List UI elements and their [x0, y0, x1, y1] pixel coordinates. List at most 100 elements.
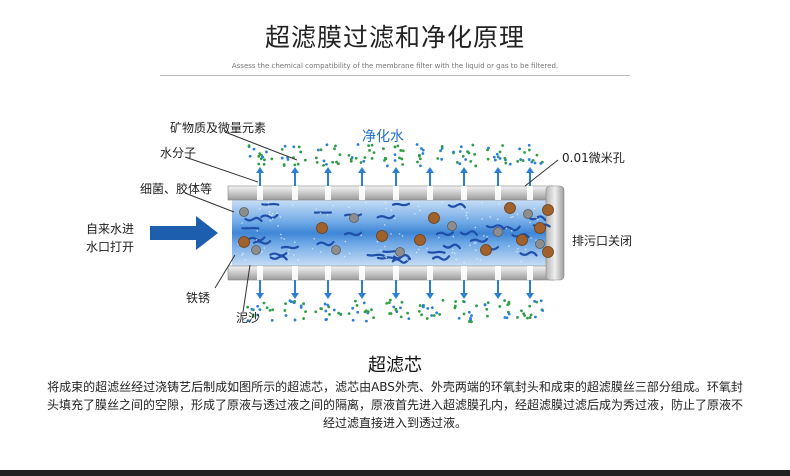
spray-arrowhead — [291, 167, 299, 173]
spray-dot — [262, 301, 266, 305]
speckle — [516, 213, 519, 216]
flow-mark — [427, 250, 446, 254]
spray-dot — [292, 145, 296, 149]
speckle — [483, 235, 485, 237]
speckle — [406, 259, 409, 261]
rust-particle — [331, 245, 341, 255]
spray-dot — [498, 157, 502, 160]
membrane-tube-top-wall — [227, 185, 555, 201]
speckle — [465, 214, 468, 217]
pore — [527, 186, 533, 200]
speckle — [466, 217, 469, 219]
speckle — [288, 248, 290, 251]
spray-dot — [399, 306, 402, 310]
spray-dot — [257, 154, 261, 158]
spray-dot — [421, 148, 425, 152]
pore — [495, 266, 501, 280]
spray-dot — [314, 310, 318, 314]
spray-dot — [388, 312, 392, 315]
spray-dot — [418, 153, 421, 157]
spray-dot — [384, 157, 388, 161]
pore — [393, 266, 399, 280]
spray-dot — [393, 145, 397, 149]
speckle — [270, 214, 273, 217]
spray-dot — [452, 150, 455, 154]
spray-dot — [370, 308, 373, 312]
spray-dot — [251, 314, 255, 318]
spray-dot — [464, 158, 467, 161]
label-inlet-line1: 自来水进 — [86, 222, 134, 236]
spray-dot — [370, 143, 374, 147]
flow-mark — [447, 202, 467, 209]
spray-dot — [368, 149, 371, 152]
spray-dot — [270, 157, 274, 161]
spray-dot — [325, 143, 329, 147]
pore — [527, 266, 533, 280]
flow-mark — [527, 215, 547, 221]
spray-dot — [498, 305, 502, 308]
spray-dot — [462, 312, 466, 316]
flow-mark — [485, 224, 505, 229]
spray-dot — [282, 163, 286, 166]
spray-dot — [328, 312, 331, 316]
spray-dot — [324, 318, 328, 322]
spray-dot — [523, 150, 526, 154]
spray-dot — [528, 304, 532, 308]
spray-dot — [353, 299, 357, 303]
speckle — [326, 213, 329, 216]
speckle — [360, 234, 362, 237]
spray-dot — [432, 314, 436, 317]
spray-dot — [280, 147, 284, 151]
spray-dot — [420, 313, 423, 317]
speckle — [479, 258, 482, 261]
pore — [359, 186, 365, 200]
speckle — [271, 212, 274, 215]
flow-mark — [316, 240, 335, 247]
spray-dot — [438, 312, 441, 316]
speckle — [280, 233, 282, 236]
label-rust: 铁锈 — [186, 291, 210, 305]
rust-particle — [239, 207, 249, 217]
spray-dot — [495, 152, 499, 156]
speckle — [268, 213, 271, 216]
spray-dot — [288, 299, 292, 303]
speckle — [461, 207, 464, 210]
spray-dot — [396, 144, 400, 148]
pore — [325, 266, 331, 280]
spray-dot — [498, 150, 502, 154]
pore — [257, 266, 263, 280]
spray-dot — [535, 153, 539, 157]
sediment-particle — [480, 244, 492, 256]
label-bacteria: 细菌、胶体等 — [140, 181, 212, 196]
spray-arrowhead — [324, 293, 332, 299]
spray-dot — [293, 300, 297, 303]
spray-dot — [322, 163, 325, 167]
flow-mark — [519, 251, 538, 257]
spray-arrowhead — [426, 293, 434, 299]
speckle — [533, 207, 536, 210]
spray-dot — [286, 158, 290, 161]
speckle — [269, 219, 272, 222]
spray-dot — [519, 158, 523, 161]
section-title: 超滤芯 — [368, 355, 422, 376]
flow-mark — [269, 255, 288, 261]
speckle — [315, 208, 318, 210]
spray-dot — [385, 164, 389, 168]
sediment-particle — [414, 234, 426, 246]
speckle — [474, 242, 477, 244]
spray-dot — [270, 318, 274, 322]
spray-dot — [418, 304, 422, 307]
spray-dot — [483, 303, 487, 307]
rust-particle — [535, 239, 545, 249]
spray-dot — [467, 320, 471, 323]
speckle — [313, 237, 316, 240]
spray-dot — [425, 317, 429, 320]
spray-dot — [418, 157, 422, 161]
spray-arrowhead — [460, 293, 468, 299]
pore — [292, 266, 298, 280]
label-inlet-line2: 水口打开 — [86, 240, 134, 254]
flow-mark — [442, 243, 462, 250]
spray-dot — [470, 314, 473, 318]
spray-dot — [302, 302, 305, 306]
speckle — [536, 218, 539, 221]
